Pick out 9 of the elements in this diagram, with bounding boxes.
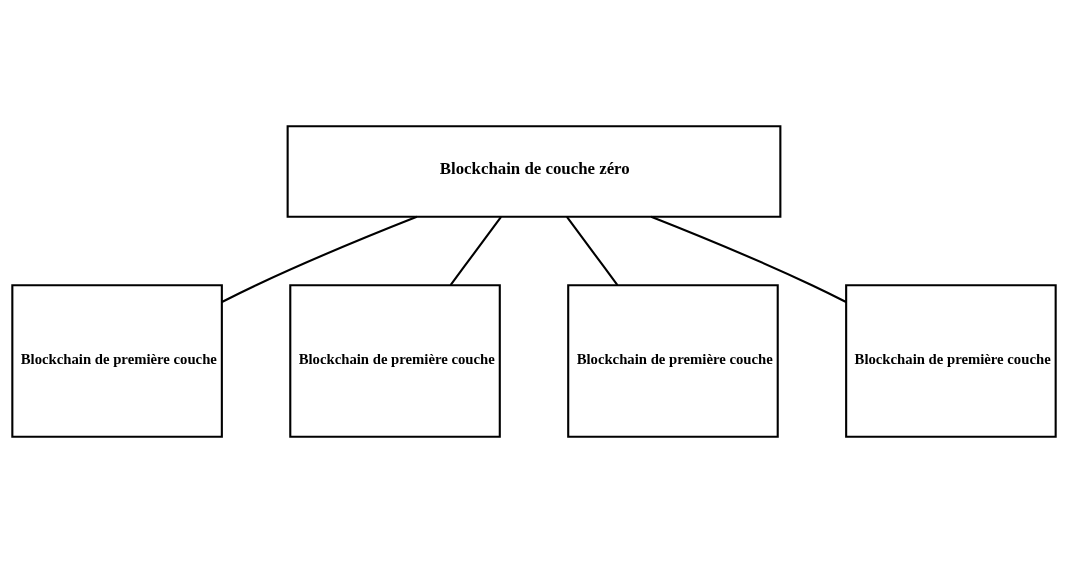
node-box: Blockchain de première couche (567, 284, 779, 438)
node-box: Blockchain de première couche (289, 284, 501, 438)
connector (566, 216, 619, 286)
node-box: Blockchain de première couche (845, 284, 1057, 438)
node-box: Blockchain de première couche (11, 284, 223, 438)
connector (221, 215, 418, 303)
connector (650, 215, 847, 303)
node-box: Blockchain de couche zéro (286, 125, 782, 218)
connector (449, 216, 502, 286)
